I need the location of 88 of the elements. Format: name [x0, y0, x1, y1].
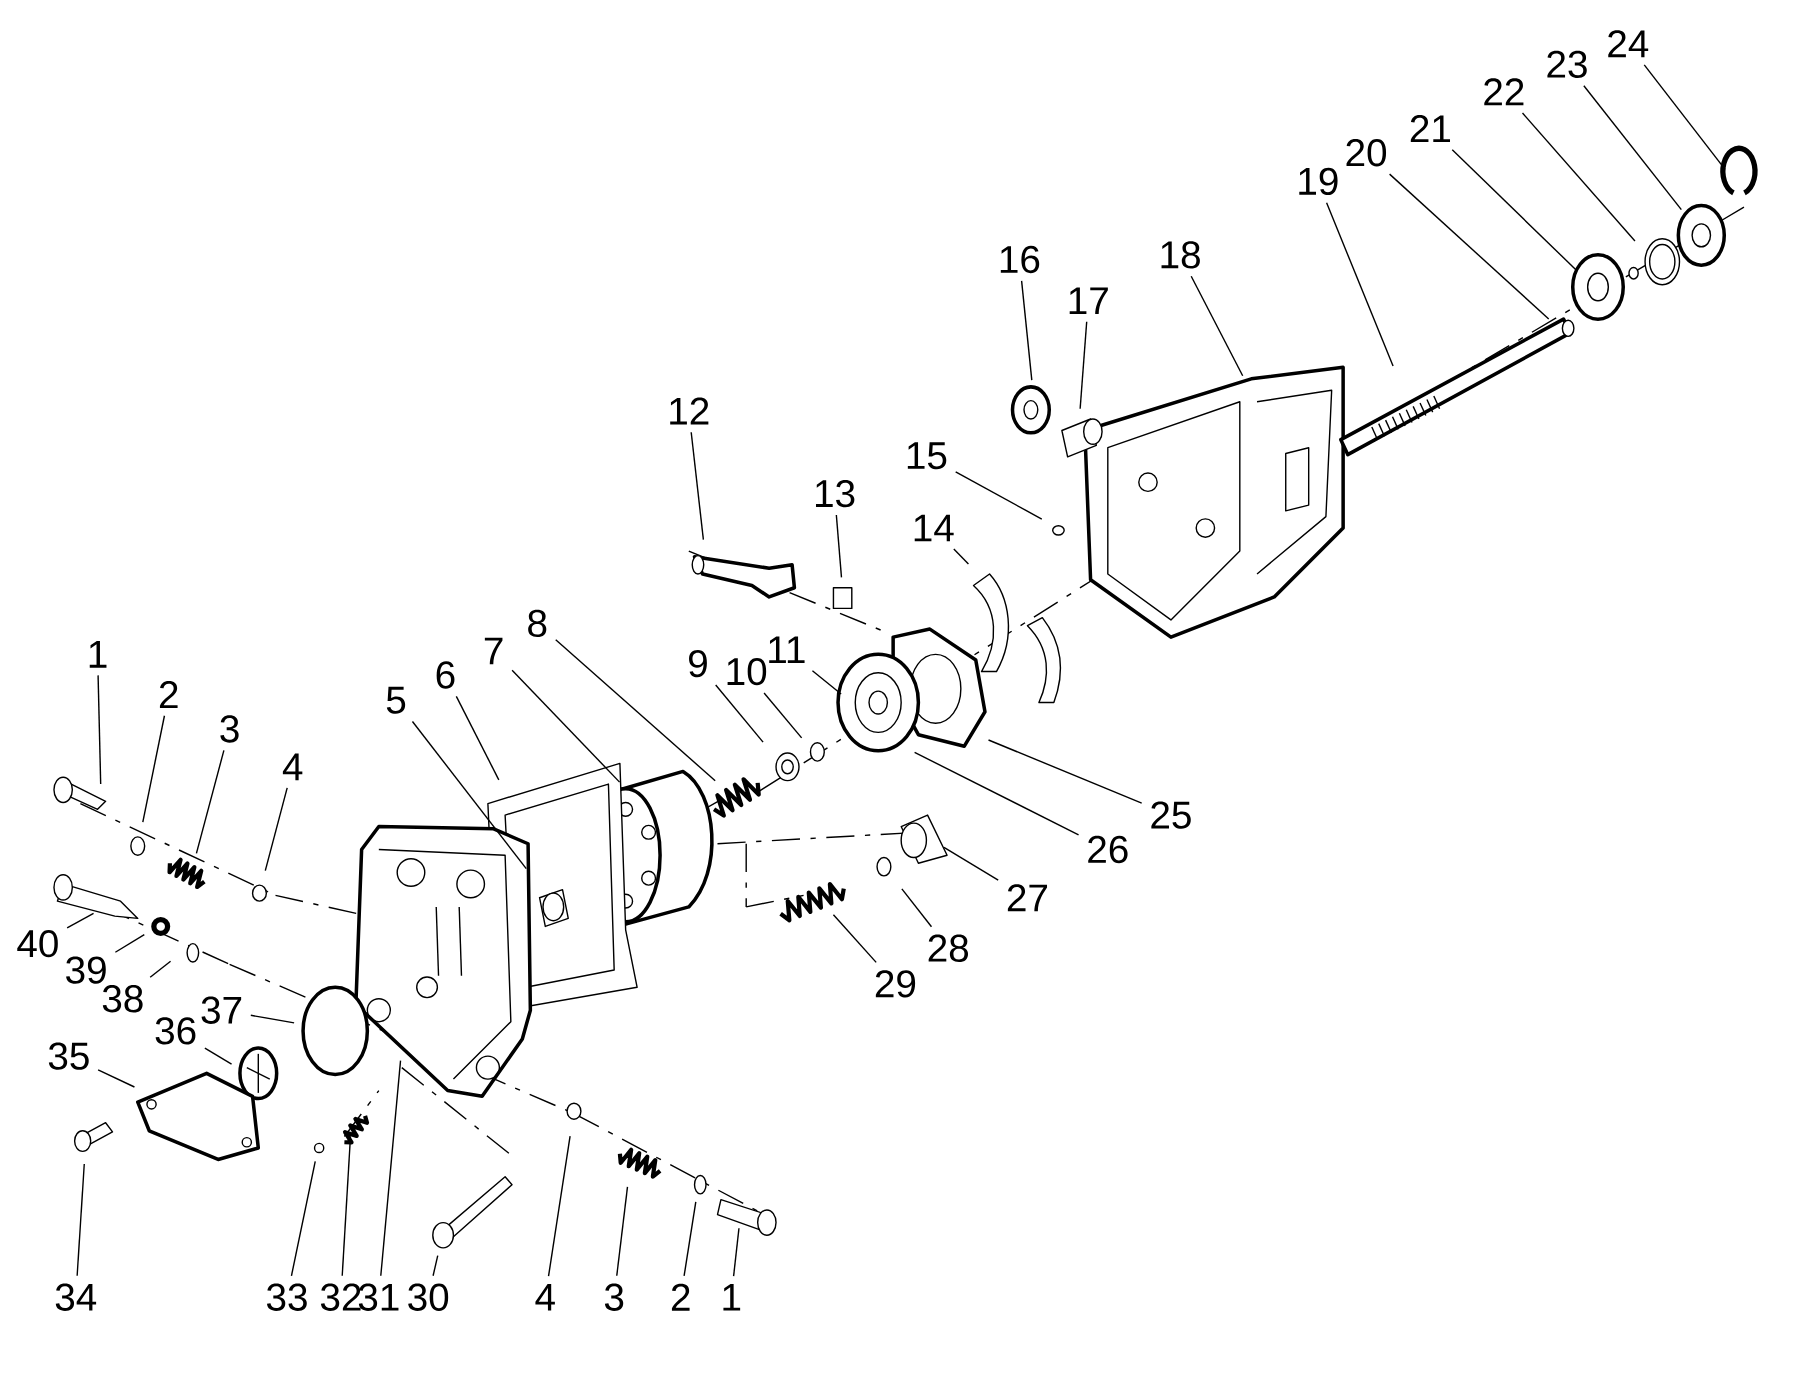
leader-line — [66, 912, 95, 929]
leader-line — [114, 933, 145, 953]
leader-line — [987, 739, 1143, 804]
leader-line — [1388, 173, 1550, 320]
leader-line — [264, 786, 288, 872]
leader-line — [832, 913, 877, 963]
leader-line — [511, 669, 621, 783]
callout-number: 40 — [17, 929, 58, 958]
callout-number: 39 — [66, 956, 106, 984]
leader-line — [835, 514, 843, 578]
leader-line — [683, 1200, 697, 1277]
callout-number: 30 — [408, 1283, 449, 1311]
leader-line — [913, 751, 1080, 836]
callout-number: 3 — [220, 715, 239, 743]
callout-number: 36 — [155, 1017, 196, 1045]
callout-number: 38 — [102, 984, 143, 1013]
leader-line — [811, 669, 842, 695]
callout-number: 29 — [875, 969, 916, 998]
callout-number: 35 — [48, 1042, 89, 1070]
leader-line — [1190, 275, 1244, 377]
callout-number: 9 — [689, 649, 707, 677]
leader-line — [76, 1163, 85, 1277]
leader-line — [455, 695, 500, 781]
leader-line — [411, 720, 527, 870]
callout-number: 34 — [55, 1283, 97, 1311]
callout-number: 17 — [1069, 287, 1108, 314]
callout-number: 1 — [723, 1283, 741, 1311]
leader-line — [1079, 320, 1088, 410]
callout-number: 13 — [816, 479, 855, 508]
callout-number: 7 — [484, 637, 503, 664]
leader-line — [1451, 148, 1578, 271]
leader-line — [142, 714, 166, 823]
callout-number: 15 — [907, 442, 947, 470]
callout-number: 19 — [1299, 167, 1338, 195]
callout-number: 4 — [535, 1283, 555, 1311]
callout-number: 22 — [1484, 78, 1524, 106]
callout-number: 32 — [320, 1283, 361, 1311]
callout-number: 3 — [604, 1283, 624, 1311]
callout-number: 23 — [1547, 50, 1587, 78]
leader-line — [901, 887, 933, 928]
callout-number: 28 — [928, 934, 968, 962]
leader-line — [149, 960, 172, 978]
leader-line — [953, 548, 970, 565]
callout-number: 18 — [1161, 241, 1200, 269]
callout-number: 10 — [727, 657, 767, 686]
leader-line — [616, 1185, 629, 1277]
callout-number: 16 — [1000, 245, 1040, 273]
leader-line — [954, 470, 1043, 520]
callout-number: 14 — [914, 514, 954, 542]
leader-line — [1643, 63, 1726, 170]
leader-line — [1020, 279, 1033, 381]
leader-line — [715, 684, 764, 743]
callout-number: 1 — [89, 640, 107, 668]
leader-line — [97, 1069, 136, 1088]
leader-line — [380, 1059, 402, 1277]
callout-number: 11 — [769, 636, 805, 663]
leader-line — [1325, 201, 1394, 367]
leader-line — [555, 638, 716, 782]
leader-line — [432, 1254, 439, 1277]
callout-number: 27 — [1007, 884, 1047, 911]
leader-line — [1583, 84, 1683, 211]
leader-line — [763, 692, 803, 739]
callout-number: 8 — [528, 609, 547, 637]
callout-number: 33 — [267, 1283, 307, 1311]
callout-number: 31 — [358, 1283, 399, 1311]
callout-number: 6 — [436, 661, 455, 689]
callout-number: 2 — [671, 1283, 690, 1311]
leader-line — [547, 1135, 571, 1277]
callout-number: 21 — [1410, 114, 1450, 142]
leader-line — [97, 674, 102, 785]
callout-number: 4 — [282, 753, 303, 780]
callout-number: 20 — [1346, 138, 1387, 167]
callout-number: 25 — [1151, 801, 1191, 829]
callout-number: 2 — [159, 680, 178, 708]
callout-number: 24 — [1608, 29, 1649, 57]
leader-line — [943, 846, 999, 881]
leader-line — [290, 1160, 316, 1277]
callout-number: 12 — [670, 397, 709, 425]
leader-line — [732, 1227, 740, 1277]
leader-line — [204, 1047, 233, 1065]
callout-number: 37 — [201, 996, 242, 1024]
leader-line — [250, 1014, 295, 1024]
callout-number: 26 — [1088, 835, 1128, 863]
callout-number: 5 — [386, 686, 406, 714]
leader-line — [690, 431, 705, 541]
leader-line — [1521, 112, 1636, 242]
leader-line — [195, 749, 225, 854]
leader-line — [341, 1135, 352, 1277]
